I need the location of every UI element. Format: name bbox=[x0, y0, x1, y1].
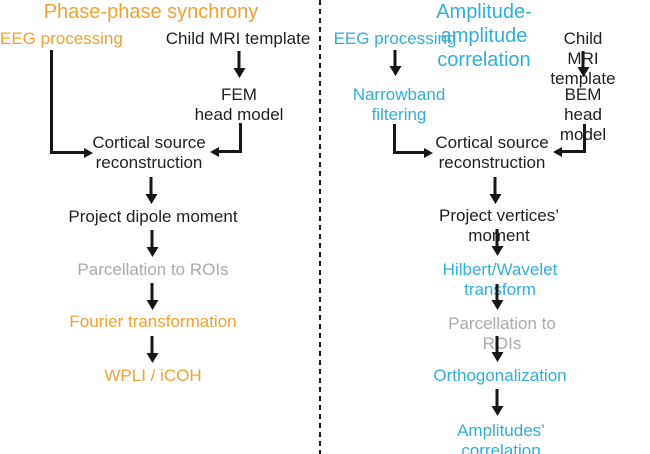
left-project-dipole-node: Project dipole moment bbox=[68, 207, 238, 226]
left-fourier-node: Fourier transformation bbox=[69, 312, 237, 331]
right-panel-title: Amplitude-amplitude correlation bbox=[436, 1, 532, 71]
left-wpli-icoh-node: WPLI / iCOH bbox=[104, 366, 202, 385]
down-arrow bbox=[491, 336, 504, 362]
down-arrow bbox=[146, 230, 159, 257]
left-fem-head-model-node: FEM head model bbox=[194, 85, 284, 124]
down-arrow bbox=[146, 336, 159, 363]
right-project-vertices-node: Project vertices’ moment bbox=[439, 206, 559, 245]
down-arrow bbox=[233, 51, 246, 78]
right-orthogonalization-node: Orthogonalization bbox=[433, 366, 567, 385]
left-eeg-processing-node: EEG processing bbox=[0, 29, 123, 48]
left-cortical-source-node: Cortical source reconstruction bbox=[92, 133, 206, 172]
elbow-arrow-left bbox=[210, 123, 242, 158]
right-narrowband-filtering-node: Narrowband filtering bbox=[352, 85, 446, 124]
down-arrow bbox=[577, 51, 590, 77]
down-arrow bbox=[491, 284, 504, 310]
elbow-arrow-left bbox=[553, 124, 586, 158]
down-arrow bbox=[389, 50, 402, 76]
down-arrow bbox=[145, 177, 158, 204]
elbow-arrow-right bbox=[50, 50, 93, 159]
right-hilbert-wavelet-node: Hilbert/Wavelet transform bbox=[442, 260, 558, 299]
panel-divider-dashed-line bbox=[319, 0, 321, 454]
right-parcellation-node: Parcellation to ROIs bbox=[448, 314, 556, 353]
right-eeg-processing-node: EEG processing bbox=[333, 29, 457, 48]
right-amplitudes-correlation-node: Amplitudes’ correlation bbox=[457, 421, 545, 454]
left-parcellation-node: Parcellation to ROIs bbox=[77, 260, 229, 279]
left-child-mri-template-node: Child MRI template bbox=[165, 29, 311, 48]
right-child-mri-template-node: Child MRI template bbox=[550, 29, 616, 88]
down-arrow bbox=[146, 283, 159, 310]
right-cortical-source-node: Cortical source reconstruction bbox=[435, 133, 549, 172]
down-arrow bbox=[491, 389, 504, 416]
down-arrow bbox=[491, 229, 504, 256]
down-arrow bbox=[489, 177, 502, 204]
left-panel-title: Phase-phase synchrony bbox=[43, 1, 259, 23]
elbow-arrow-right bbox=[393, 124, 433, 159]
